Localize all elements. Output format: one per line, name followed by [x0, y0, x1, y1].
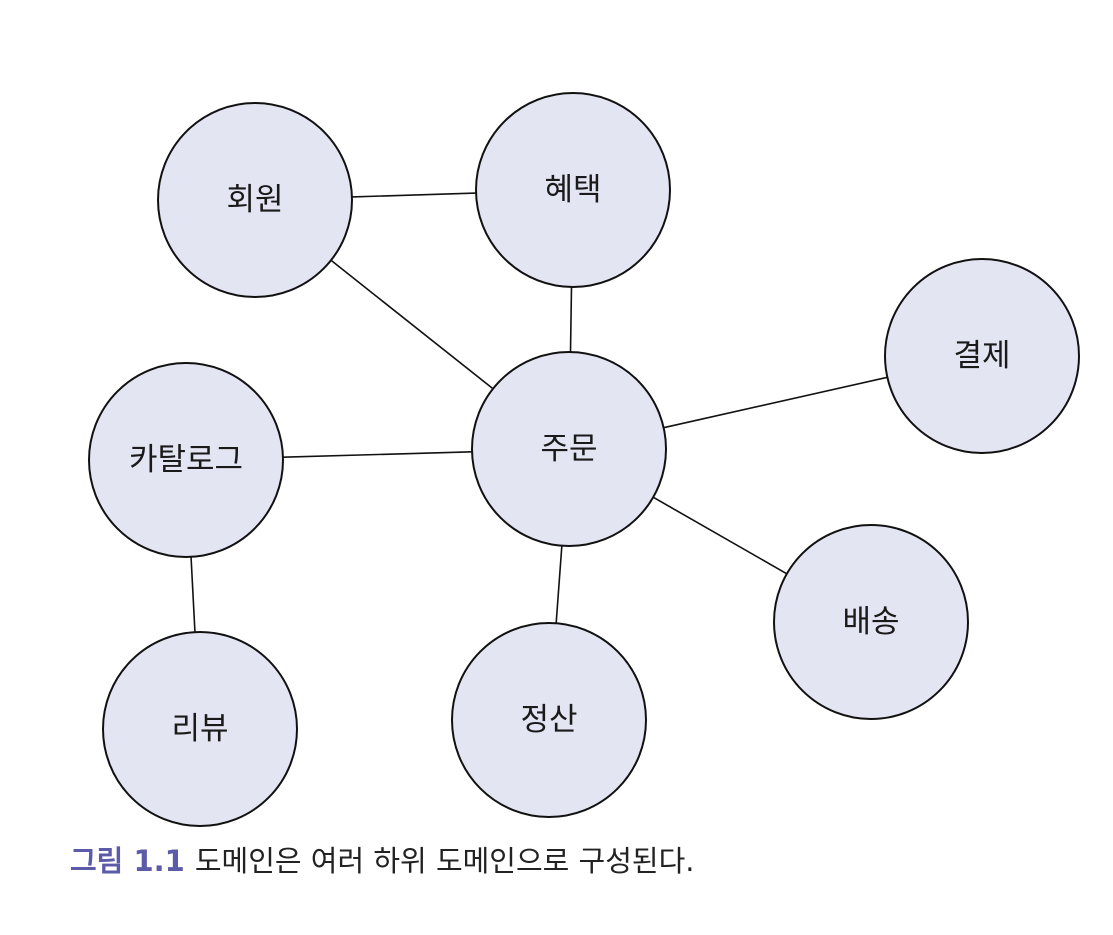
edges — [190, 192, 888, 633]
edge-order-delivery — [652, 496, 788, 575]
edge-member-benefit — [351, 192, 477, 198]
node-order: 주문 — [471, 351, 667, 547]
node-circle-review — [102, 631, 298, 827]
node-label-settlement: 정산 — [520, 702, 577, 738]
figure-caption: 그림 1.1 도메인은 여러 하위 도메인으로 구성된다. — [70, 838, 695, 880]
edge-catalog-order — [282, 450, 473, 459]
node-settlement: 정산 — [451, 622, 647, 818]
node-label-delivery: 배송 — [842, 604, 899, 640]
node-circle-benefit — [475, 92, 671, 288]
node-catalog: 카탈로그 — [88, 362, 284, 558]
node-circle-settlement — [451, 622, 647, 818]
node-circle-order — [471, 351, 667, 547]
edge-benefit-order — [569, 286, 573, 353]
caption-label: 그림 1.1 — [70, 844, 185, 878]
node-circle-catalog — [88, 362, 284, 558]
node-label-member: 회원 — [226, 182, 283, 218]
node-label-order: 주문 — [540, 431, 597, 467]
edge-catalog-review — [190, 556, 196, 633]
node-member: 회원 — [157, 102, 353, 298]
edge-payment-order — [663, 376, 888, 429]
node-payment: 결제 — [884, 258, 1080, 454]
node-label-catalog: 카탈로그 — [129, 442, 243, 478]
node-circle-delivery — [773, 524, 969, 720]
caption-text: 도메인은 여러 하위 도메인으로 구성된다. — [194, 844, 695, 878]
node-review: 리뷰 — [102, 631, 298, 827]
edge-order-settlement — [555, 545, 563, 624]
node-label-payment: 결제 — [953, 338, 1010, 374]
node-circle-member — [157, 102, 353, 298]
node-benefit: 혜택 — [475, 92, 671, 288]
edge-member-order — [330, 259, 494, 390]
node-circle-payment — [884, 258, 1080, 454]
node-delivery: 배송 — [773, 524, 969, 720]
node-label-benefit: 혜택 — [544, 172, 601, 208]
node-label-review: 리뷰 — [171, 711, 228, 747]
